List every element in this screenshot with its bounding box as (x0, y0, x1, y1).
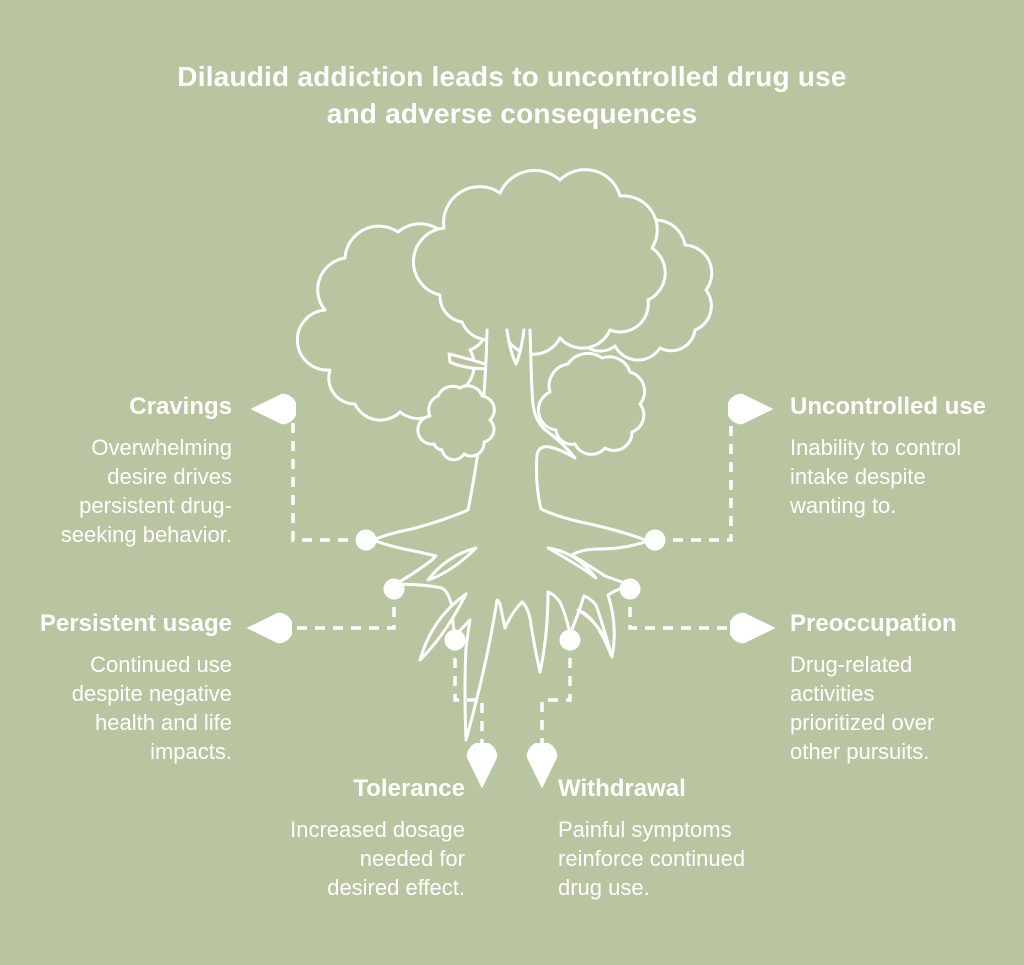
callout-tolerance: Tolerance Increased dosage needed for de… (265, 776, 465, 902)
connector-preoccupation (630, 589, 772, 628)
callout-persistent-usage: Persistent usage Continued use despite n… (32, 611, 232, 766)
canopy-cloud-small-left (416, 384, 496, 462)
callout-description: Overwhelming desire drives persistent dr… (60, 435, 232, 547)
canopy-cloud-top (412, 168, 667, 356)
connectors (250, 409, 772, 785)
callout-withdrawal: Withdrawal Painful symptoms reinforce co… (558, 776, 788, 902)
callout-cravings: Cravings Overwhelming desire drives pers… (32, 394, 232, 549)
page-title: Dilaudid addiction leads to uncontrolled… (177, 61, 847, 129)
root-strand (426, 546, 478, 582)
root-strand (418, 592, 468, 662)
callout-description: Increased dosage needed for desired effe… (290, 817, 465, 900)
root-strand (576, 608, 613, 657)
canopy-cloud-small-right (536, 351, 647, 456)
connector-persistent-usage (250, 589, 394, 628)
callout-description: Painful symptoms reinforce continued dru… (558, 817, 746, 900)
connector-withdrawal (542, 640, 570, 785)
callout-description: Drug-related activities prioritized over… (790, 652, 935, 764)
root-strand (546, 546, 598, 580)
tree-canopy-front (416, 351, 647, 462)
connector-cravings (254, 409, 366, 540)
callout-description: Inability to control intake despite want… (790, 435, 962, 518)
callout-uncontrolled-use: Uncontrolled use Inability to control in… (790, 394, 1000, 520)
callout-label: Withdrawal (558, 775, 686, 802)
tree-canopy (295, 168, 714, 422)
callout-description: Continued use despite negative health an… (71, 652, 232, 764)
callout-label: Cravings (129, 393, 232, 420)
callout-preoccupation: Preoccupation Drug-related activities pr… (790, 611, 970, 766)
connector-tolerance (455, 640, 482, 785)
callout-label: Preoccupation (790, 610, 957, 637)
tree-trunk-and-roots (371, 328, 650, 742)
trunk-roots-outline (371, 328, 650, 742)
callout-label: Persistent usage (39, 610, 232, 637)
callout-label: Uncontrolled use (790, 393, 987, 420)
callout-label: Tolerance (353, 775, 465, 802)
connector-uncontrolled-use (655, 409, 770, 540)
